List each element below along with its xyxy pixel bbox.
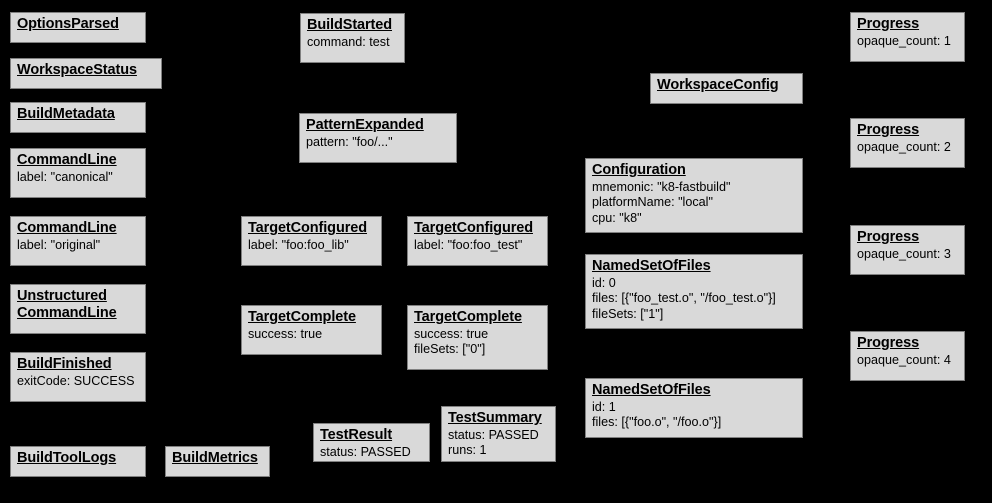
node-detail-line: cpu: "k8" <box>592 210 642 225</box>
node-detail-line: opaque_count: 2 <box>857 140 951 155</box>
node-title: Unstructured CommandLine <box>17 288 117 322</box>
node-options-parsed[interactable]: OptionsParsed <box>10 12 146 43</box>
node-details: pattern: "foo/..." <box>306 135 450 150</box>
node-detail-line: fileSets: ["1"] <box>592 306 664 321</box>
node-detail-line: opaque_count: 4 <box>857 353 951 368</box>
node-detail-line: label: "foo:foo_lib" <box>248 238 349 253</box>
node-progress-4[interactable]: Progress opaque_count: 4 <box>850 331 965 381</box>
node-workspace-config[interactable]: WorkspaceConfig <box>650 73 803 104</box>
node-details: opaque_count: 3 <box>857 247 958 262</box>
node-detail-line: id: 1 <box>592 400 616 415</box>
node-title: BuildFinished <box>17 356 112 372</box>
node-target-complete-lib[interactable]: TargetComplete success: true <box>241 305 382 355</box>
node-title: TestResult <box>320 427 393 443</box>
node-title: Progress <box>857 122 920 138</box>
node-detail-line: mnemonic: "k8-fastbuild" <box>592 180 731 195</box>
node-title: TestSummary <box>448 410 542 426</box>
node-target-configured-foo-test[interactable]: TargetConfigured label: "foo:foo_test" <box>407 216 548 266</box>
node-detail-line: label: "canonical" <box>17 170 113 185</box>
node-title: Progress <box>857 229 920 245</box>
node-detail-line: opaque_count: 1 <box>857 34 951 49</box>
node-detail-line: runs: 1 <box>448 443 487 458</box>
node-unstructured-command-line[interactable]: Unstructured CommandLine <box>10 284 146 334</box>
node-title: TargetComplete <box>248 309 356 325</box>
node-title: OptionsParsed <box>17 16 119 32</box>
node-workspace-status[interactable]: WorkspaceStatus <box>10 58 162 89</box>
node-build-metadata[interactable]: BuildMetadata <box>10 102 146 133</box>
node-pattern-expanded[interactable]: PatternExpanded pattern: "foo/..." <box>299 113 457 163</box>
node-title: BuildMetadata <box>17 106 115 122</box>
node-title: TargetConfigured <box>414 220 533 236</box>
node-build-started[interactable]: BuildStarted command: test <box>300 13 405 63</box>
node-build-finished[interactable]: BuildFinished exitCode: SUCCESS <box>10 352 146 402</box>
node-details: label: "original" <box>17 238 139 253</box>
node-details: exitCode: SUCCESS <box>17 374 139 389</box>
node-detail-line: status: PASSED <box>320 445 411 460</box>
node-title: CommandLine <box>17 152 117 168</box>
node-detail-line: id: 0 <box>592 276 616 291</box>
node-detail-line: label: "foo:foo_test" <box>414 238 523 253</box>
node-title: NamedSetOfFiles <box>592 258 711 274</box>
node-title: CommandLine <box>17 220 117 236</box>
node-detail-line: success: true <box>414 327 489 342</box>
node-detail-line: fileSets: ["0"] <box>414 342 486 357</box>
node-progress-1[interactable]: Progress opaque_count: 1 <box>850 12 965 62</box>
node-details: status: PASSED <box>320 445 423 460</box>
node-configuration[interactable]: Configuration mnemonic: "k8-fastbuild"pla… <box>585 158 803 233</box>
node-detail-line: command: test <box>307 35 390 50</box>
node-details: mnemonic: "k8-fastbuild"platformName: "l… <box>592 180 796 226</box>
node-title: NamedSetOfFiles <box>592 382 711 398</box>
node-title: PatternExpanded <box>306 117 424 133</box>
node-title: WorkspaceConfig <box>657 77 779 93</box>
node-detail-line: files: [{"foo.o", "/foo.o"}] <box>592 415 722 430</box>
node-title: BuildStarted <box>307 17 393 33</box>
node-build-tool-logs[interactable]: BuildToolLogs <box>10 446 146 477</box>
node-detail-line: label: "original" <box>17 238 101 253</box>
node-title: Configuration <box>592 162 686 178</box>
node-command-line-canonical[interactable]: CommandLine label: "canonical" <box>10 148 146 198</box>
node-title: WorkspaceStatus <box>17 62 137 78</box>
node-detail-line: files: [{"foo_test.o", "/foo_test.o"}] <box>592 291 776 306</box>
node-title: TargetConfigured <box>248 220 367 236</box>
node-build-metrics[interactable]: BuildMetrics <box>165 446 270 477</box>
node-title: Progress <box>857 16 920 32</box>
node-details: command: test <box>307 35 398 50</box>
node-detail-line: pattern: "foo/..." <box>306 135 393 150</box>
node-details: opaque_count: 4 <box>857 353 958 368</box>
node-detail-line: platformName: "local" <box>592 195 713 210</box>
node-title: Progress <box>857 335 920 351</box>
node-details: label: "foo:foo_test" <box>414 238 541 253</box>
node-title: BuildToolLogs <box>17 450 117 466</box>
node-title: BuildMetrics <box>172 450 258 466</box>
node-detail-line: status: PASSED <box>448 428 539 443</box>
node-test-result[interactable]: TestResult status: PASSED <box>313 423 430 462</box>
node-details: success: true <box>248 327 375 342</box>
node-command-line-original[interactable]: CommandLine label: "original" <box>10 216 146 266</box>
node-details: opaque_count: 2 <box>857 140 958 155</box>
node-details: label: "foo:foo_lib" <box>248 238 375 253</box>
node-detail-line: opaque_count: 3 <box>857 247 951 262</box>
node-progress-2[interactable]: Progress opaque_count: 2 <box>850 118 965 168</box>
node-progress-3[interactable]: Progress opaque_count: 3 <box>850 225 965 275</box>
node-detail-line: success: true <box>248 327 323 342</box>
node-details: label: "canonical" <box>17 170 139 185</box>
node-details: opaque_count: 1 <box>857 34 958 49</box>
node-detail-line: exitCode: SUCCESS <box>17 374 135 389</box>
node-target-configured-foo-lib[interactable]: TargetConfigured label: "foo:foo_lib" <box>241 216 382 266</box>
node-title: TargetComplete <box>414 309 522 325</box>
